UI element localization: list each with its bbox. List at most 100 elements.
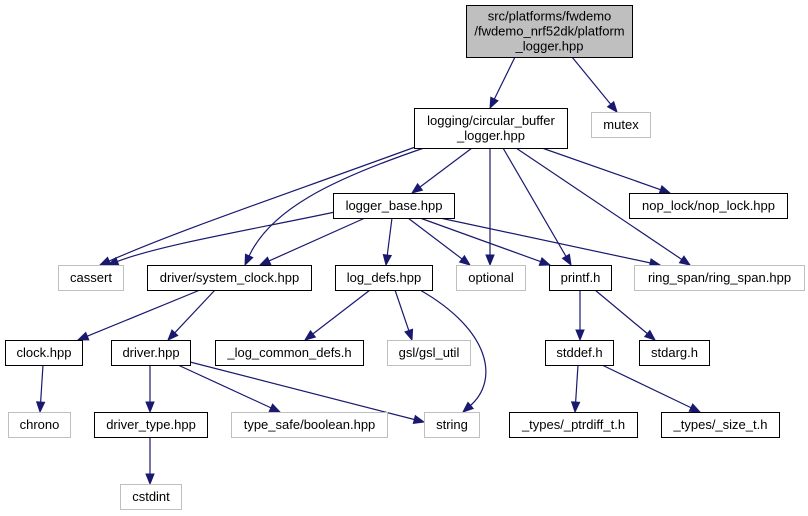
- node-label: printf.h: [561, 270, 601, 285]
- node-label: string: [436, 417, 468, 432]
- edge-driver_type-to-cstdint: [145, 437, 155, 486]
- edge-circular_buffer-to-system_clock: [244, 147, 425, 267]
- arrowhead-icon: [76, 331, 90, 341]
- edge-line: [515, 147, 683, 261]
- edge-line: [173, 289, 216, 334]
- node-clock[interactable]: clock.hpp: [5, 340, 83, 366]
- node-root[interactable]: src/platforms/fwdemo/fwdemo_nrf52dk/plat…: [466, 5, 633, 58]
- edge-circular_buffer-to-cassert: [98, 145, 419, 266]
- node-box: [629, 193, 788, 219]
- node-label: _logger.hpp: [515, 39, 584, 54]
- node-label: _log_common_defs.h: [226, 345, 351, 360]
- node-nop-lock[interactable]: nop_lock/nop_lock.hpp: [629, 193, 788, 219]
- node-system-clock[interactable]: driver/system_clock.hpp: [147, 265, 312, 291]
- node-size-t[interactable]: _types/_size_t.h: [661, 412, 780, 438]
- edge-line: [601, 364, 693, 409]
- edge-stddef-to-size_t: [601, 364, 702, 413]
- node-label: ring_span/ring_span.hpp: [648, 270, 791, 285]
- edge-circular_buffer-to-nop_lock: [541, 147, 672, 194]
- node-box: [58, 265, 124, 291]
- node-log-common-defs[interactable]: _log_common_defs.h: [215, 340, 364, 366]
- edge-logger_base-to-printf: [419, 217, 552, 266]
- node-label: driver_type.hpp: [106, 417, 196, 432]
- arrowhead-icon: [404, 328, 414, 342]
- node-driver-type[interactable]: driver_type.hpp: [94, 412, 208, 438]
- arrowhead-icon: [643, 329, 657, 341]
- arrowhead-icon: [538, 256, 552, 266]
- edge-line: [439, 217, 652, 264]
- node-label: type_safe/boolean.hpp: [244, 417, 376, 432]
- edge-logger_base-to-log_defs: [382, 217, 393, 267]
- arrowhead-icon: [678, 255, 692, 266]
- edge-clock-to-chrono: [35, 364, 46, 414]
- edge-system_clock-to-driver: [167, 289, 216, 341]
- arrowhead-icon: [458, 254, 472, 266]
- edge-line: [418, 147, 473, 189]
- node-chrono: chrono: [8, 412, 71, 438]
- node-label: _types/_size_t.h: [673, 417, 768, 432]
- edge-line: [493, 56, 516, 101]
- edges-layer: [35, 56, 702, 486]
- arrowhead-icon: [258, 256, 272, 266]
- edge-line: [386, 217, 393, 257]
- edge-system_clock-to-clock: [76, 289, 201, 341]
- node-log-defs[interactable]: log_defs.hpp: [335, 265, 433, 291]
- edge-printf-to-stddef: [575, 290, 585, 342]
- node-label: stdarg.h: [651, 345, 698, 360]
- edge-log_defs-to-string: [419, 289, 487, 413]
- node-logger-base[interactable]: logger_base.hpp: [333, 193, 455, 219]
- node-cassert: cassert: [58, 265, 124, 291]
- edge-logger_base-to-ring_span: [439, 217, 662, 268]
- edge-line: [267, 217, 366, 262]
- node-gsl-util: gsl/gsl_util: [387, 340, 471, 366]
- node-box: [120, 484, 182, 510]
- edge-line: [419, 217, 542, 263]
- arrowhead-icon: [167, 329, 179, 341]
- arrowhead-icon: [688, 403, 702, 413]
- node-ring-span: ring_span/ring_span.hpp: [634, 265, 805, 291]
- nodes-layer: src/platforms/fwdemo/fwdemo_nrf52dk/plat…: [5, 5, 805, 510]
- arrowhead-icon: [410, 182, 424, 194]
- edge-stddef-to-ptrdiff: [570, 364, 581, 414]
- edge-line: [541, 147, 662, 191]
- node-label: /fwdemo_nrf52dk/platform: [474, 24, 624, 39]
- node-label: gsl/gsl_util: [399, 345, 460, 360]
- node-label: _logger.hpp: [456, 128, 525, 143]
- node-label: src/platforms/fwdemo: [488, 9, 612, 24]
- arrowhead-icon: [461, 401, 475, 413]
- arrowhead-icon: [561, 253, 572, 267]
- node-label: cassert: [70, 270, 112, 285]
- edge-line: [594, 289, 649, 335]
- node-circular-buffer[interactable]: logging/circular_buffer_logger.hpp: [414, 108, 568, 149]
- node-driver[interactable]: driver.hpp: [111, 340, 191, 366]
- node-box: [387, 340, 471, 366]
- node-printf[interactable]: printf.h: [549, 265, 612, 291]
- edge-line: [116, 211, 336, 263]
- node-box: [5, 340, 83, 366]
- edge-line: [407, 217, 464, 261]
- node-label: chrono: [20, 417, 60, 432]
- node-stdarg[interactable]: stdarg.h: [639, 340, 710, 366]
- node-box: [639, 340, 710, 366]
- node-box: [456, 265, 526, 291]
- node-box: [111, 340, 191, 366]
- node-box: [414, 108, 568, 149]
- node-box: [549, 265, 612, 291]
- node-box: [634, 265, 805, 291]
- node-ptrdiff[interactable]: _types/_ptrdiff_t.h: [509, 412, 638, 438]
- node-optional: optional: [456, 265, 526, 291]
- node-stddef[interactable]: stddef.h: [545, 340, 614, 366]
- node-label: _types/_ptrdiff_t.h: [521, 417, 625, 432]
- node-label: driver/system_clock.hpp: [160, 270, 299, 285]
- edge-root-to-mutex: [571, 56, 618, 114]
- edge-log_defs-to-gsl_util: [394, 289, 414, 342]
- arrowhead-icon: [303, 329, 317, 341]
- edge-logger_base-to-system_clock: [258, 217, 366, 266]
- node-label: nop_lock/nop_lock.hpp: [642, 198, 775, 213]
- edge-line: [86, 289, 201, 338]
- node-label: mutex: [603, 117, 639, 132]
- arrowhead-icon: [35, 401, 46, 414]
- edge-logger_base-to-optional: [407, 217, 472, 266]
- node-cstdint: cstdint: [120, 484, 182, 510]
